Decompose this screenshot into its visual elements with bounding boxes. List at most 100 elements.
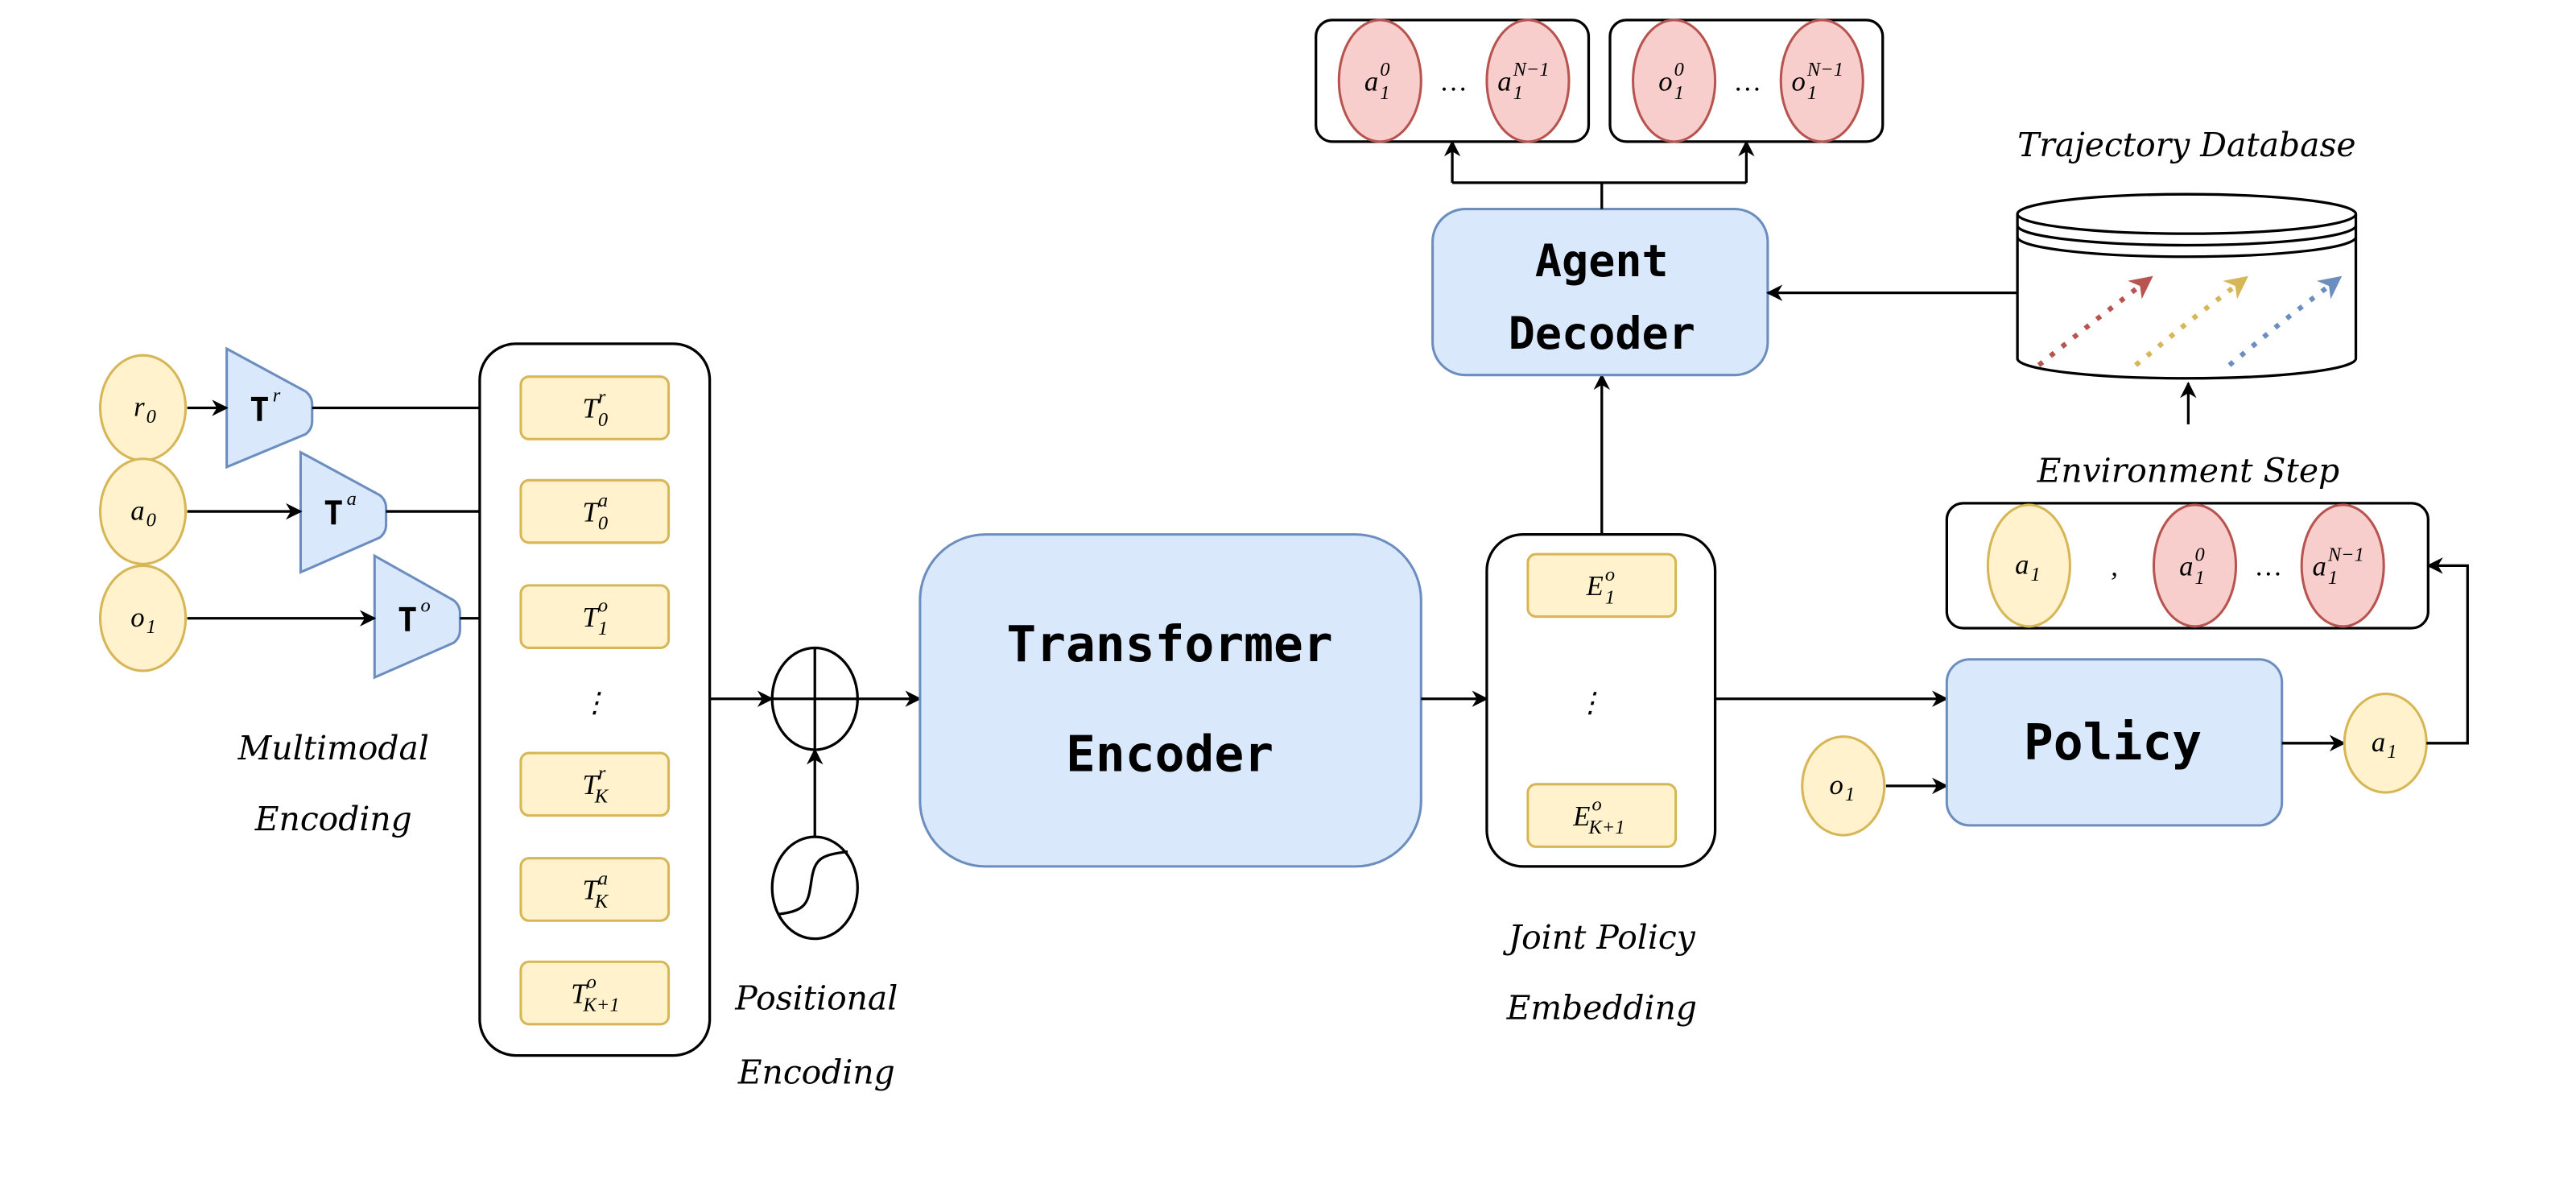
decoder-output-arrows xyxy=(1443,139,1755,209)
svg-text:K: K xyxy=(594,891,609,912)
feedback-arrow xyxy=(2426,557,2469,745)
svg-text:a: a xyxy=(2372,726,2385,758)
svg-text:0: 0 xyxy=(598,513,608,535)
svg-text:Transformer: Transformer xyxy=(1006,616,1332,673)
svg-text:a: a xyxy=(2015,549,2029,581)
agent-decoder: Agent Decoder xyxy=(1431,208,1769,377)
svg-text:Agent: Agent xyxy=(1535,235,1669,287)
svg-text:T: T xyxy=(583,875,601,906)
svg-text:T: T xyxy=(583,769,601,800)
token-sequence: T r 0 T a 0 T o 1 ⋮ T r K T a K xyxy=(478,342,712,1057)
svg-text:1: 1 xyxy=(147,616,156,638)
svg-text:a: a xyxy=(2312,551,2326,582)
svg-text:a: a xyxy=(598,867,608,889)
svg-text:r: r xyxy=(273,384,281,406)
svg-text:1: 1 xyxy=(1605,586,1615,608)
svg-text:K+1: K+1 xyxy=(582,994,619,1016)
svg-text:1: 1 xyxy=(1845,784,1855,805)
svg-text:K: K xyxy=(594,785,609,807)
svg-text:o: o xyxy=(1592,793,1602,815)
svg-text:o: o xyxy=(1658,66,1672,97)
svg-text:o: o xyxy=(420,595,430,617)
svg-text:o: o xyxy=(1829,769,1843,800)
svg-text:T: T xyxy=(250,391,270,429)
token: T a 0 xyxy=(519,478,671,544)
embedding-token: E o 1 xyxy=(1526,552,1678,618)
svg-text:1: 1 xyxy=(598,618,608,639)
policy: Policy xyxy=(1945,658,2284,827)
svg-text:Encoder: Encoder xyxy=(1066,726,1274,784)
svg-text:N−1: N−1 xyxy=(1806,59,1843,81)
svg-text:o: o xyxy=(1605,564,1615,585)
token: T o 1 xyxy=(519,584,671,649)
label-trajectory-database: Trajectory Database xyxy=(2017,126,2355,164)
tokenizer-observation: T o xyxy=(373,553,461,680)
svg-text:r: r xyxy=(598,386,606,407)
svg-text:N−1: N−1 xyxy=(2327,544,2364,565)
svg-text:T: T xyxy=(583,496,601,527)
policy-input-o1: o 1 xyxy=(1801,735,1886,837)
svg-text:T: T xyxy=(398,601,418,639)
svg-text:T: T xyxy=(583,602,601,633)
token: T a K xyxy=(519,857,671,922)
tokenizer-action: T a xyxy=(299,450,388,574)
svg-text:,: , xyxy=(2111,551,2118,582)
svg-text:1: 1 xyxy=(2030,564,2040,585)
tokenizer-reward: T r xyxy=(225,346,314,470)
svg-text:0: 0 xyxy=(147,406,156,428)
svg-text:0: 0 xyxy=(1380,59,1389,81)
transformer-encoder: Transformer Encoder xyxy=(919,533,1422,868)
token: T r 0 xyxy=(519,375,671,441)
svg-text:a: a xyxy=(130,494,144,526)
svg-text:1: 1 xyxy=(2195,567,2205,589)
svg-text:r: r xyxy=(598,763,606,784)
token: T r K xyxy=(519,751,671,817)
svg-text:1: 1 xyxy=(1807,82,1817,104)
svg-text:…: … xyxy=(2256,551,2281,582)
svg-text:Decoder: Decoder xyxy=(1509,308,1695,359)
token: T o K+1 xyxy=(519,960,671,1026)
svg-text:1: 1 xyxy=(1380,82,1389,104)
svg-text:E: E xyxy=(1586,570,1604,602)
svg-text:a: a xyxy=(598,490,608,511)
svg-text:Policy: Policy xyxy=(2024,714,2202,772)
input-r0: r 0 xyxy=(98,354,188,462)
svg-text:N−1: N−1 xyxy=(1513,59,1550,81)
environment-step: a 1 , a 0 1 … a N−1 1 xyxy=(1945,502,2429,630)
svg-text:o: o xyxy=(587,971,597,993)
svg-text:o: o xyxy=(598,595,608,617)
svg-text:o: o xyxy=(1792,66,1806,97)
positional-add xyxy=(709,646,922,941)
label-positional: Positional xyxy=(734,978,898,1017)
vertical-ellipsis: ⋮ xyxy=(1576,687,1604,718)
svg-text:0: 0 xyxy=(1674,59,1684,81)
svg-text:T: T xyxy=(324,494,344,532)
svg-text:0: 0 xyxy=(147,509,156,531)
joint-policy-embedding: E o 1 ⋮ E o K+1 xyxy=(1485,533,1717,868)
predicted-observations: o 0 1 … o N−1 1 xyxy=(1608,19,1885,143)
label-environment-step: Environment Step xyxy=(2037,451,2340,490)
svg-text:…: … xyxy=(1736,66,1761,97)
database-icon xyxy=(2016,192,2358,380)
svg-text:a: a xyxy=(347,488,357,510)
svg-text:a: a xyxy=(2179,551,2193,582)
predicted-actions: a 0 1 … a N−1 1 xyxy=(1315,19,1591,143)
sine-icon xyxy=(770,835,859,941)
svg-text:T: T xyxy=(571,978,588,1009)
svg-text:K+1: K+1 xyxy=(1587,817,1624,838)
svg-text:0: 0 xyxy=(2195,544,2205,565)
label-joint-policy: Joint Policy xyxy=(1503,918,1696,957)
svg-text:1: 1 xyxy=(1674,82,1684,104)
input-a0: a 0 xyxy=(98,457,188,565)
label-multimodal: Multimodal xyxy=(237,729,429,767)
svg-text:1: 1 xyxy=(2387,741,2396,763)
embedding-token: E o K+1 xyxy=(1526,783,1678,848)
svg-text:a: a xyxy=(1497,66,1511,97)
svg-text:1: 1 xyxy=(2328,567,2338,589)
svg-text:0: 0 xyxy=(598,409,608,431)
label-multimodal-encoding: Encoding xyxy=(254,800,412,838)
label-embedding: Embedding xyxy=(1506,989,1697,1028)
vertical-ellipsis: ⋮ xyxy=(580,687,609,718)
svg-text:T: T xyxy=(583,393,601,424)
